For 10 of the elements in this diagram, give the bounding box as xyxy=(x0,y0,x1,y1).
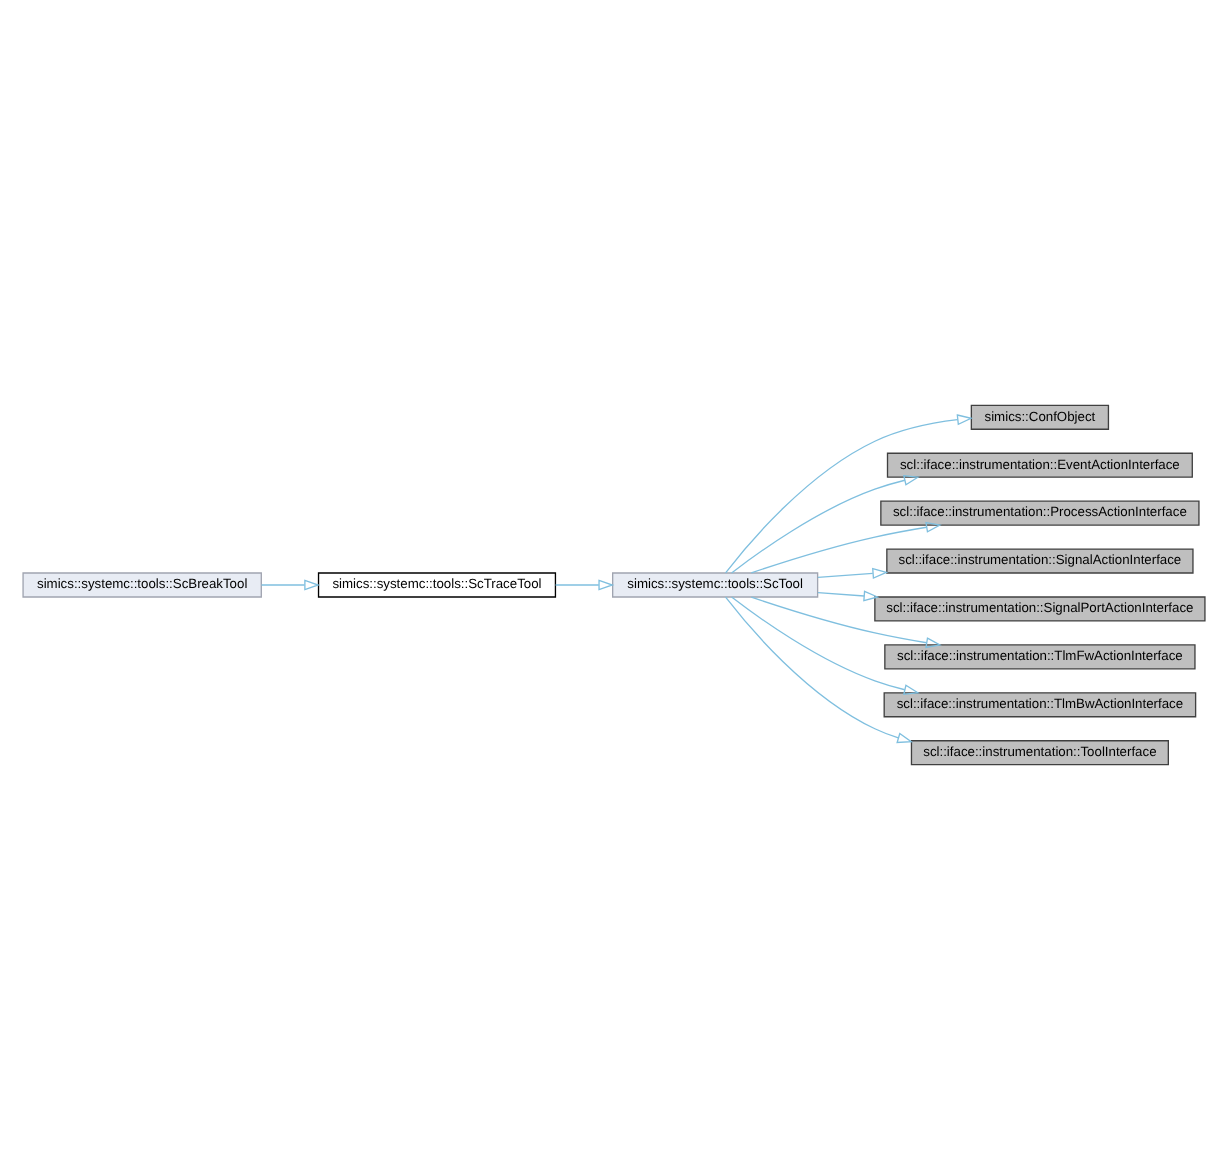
arrow xyxy=(817,566,889,578)
arrow xyxy=(724,413,974,573)
arrow xyxy=(750,520,942,573)
arrow xyxy=(750,595,942,648)
arrow xyxy=(730,595,920,695)
arrow xyxy=(817,589,880,601)
arrow xyxy=(554,578,615,590)
arrow xyxy=(730,473,920,573)
arrow xyxy=(260,578,321,590)
arrow xyxy=(724,595,914,743)
